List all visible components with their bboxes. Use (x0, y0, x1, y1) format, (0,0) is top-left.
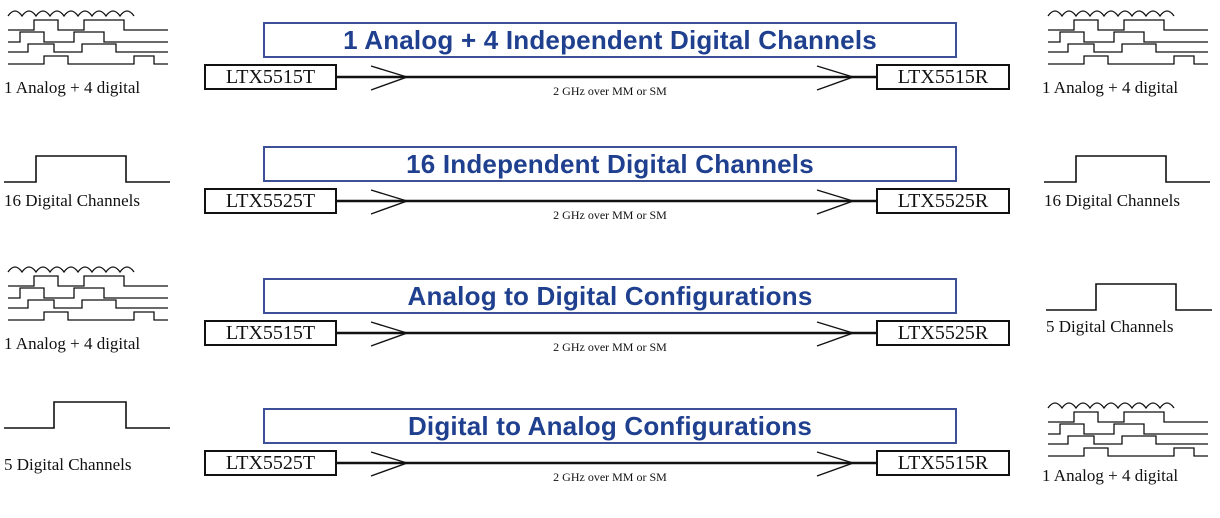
forward-arrow-icon (816, 65, 856, 91)
digital-pulse-icon (4, 401, 170, 429)
input-signal-label: 1 Analog + 4 digital (4, 334, 141, 353)
output-signal-label: 1 Analog + 4 digital (1042, 78, 1179, 97)
link-label: 2 GHz over MM or SM (553, 84, 667, 98)
forward-arrow-icon (816, 321, 856, 347)
receiver-box: LTX5525R (876, 188, 1010, 214)
analog-digital-waveform-icon (1047, 402, 1208, 457)
config-row-2: 16 Digital Channels 16 Independent Digit… (0, 146, 1220, 256)
transmitter-box: LTX5515T (204, 320, 337, 346)
analog-digital-waveform-icon (7, 266, 168, 321)
config-row-3: 1 Analog + 4 digital Analog to Digital C… (0, 266, 1220, 388)
fiber-link-line (337, 451, 876, 477)
forward-arrow-icon (816, 189, 856, 215)
output-signal-label: 5 Digital Channels (1046, 317, 1174, 336)
receiver-box: LTX5515R (876, 450, 1010, 476)
link-label: 2 GHz over MM or SM (553, 470, 667, 484)
input-signal-label: 1 Analog + 4 digital (4, 78, 141, 97)
analog-digital-waveform-icon (1047, 10, 1208, 65)
forward-arrow-icon (370, 65, 410, 91)
receiver-box: LTX5525R (876, 320, 1010, 346)
fiber-link-configurations-diagram: { "link_label": "2 GHz over MM or SM", "… (0, 10, 1220, 484)
forward-arrow-icon (370, 189, 410, 215)
analog-digital-waveform-icon (7, 10, 168, 65)
configuration-title: 1 Analog + 4 Independent Digital Channel… (263, 22, 957, 58)
fiber-link-line (337, 189, 876, 215)
fiber-link-line (337, 65, 876, 91)
forward-arrow-icon (370, 321, 410, 347)
config-row-1: 1 Analog + 4 digital 1 Analog + 4 Indepe… (0, 10, 1220, 132)
digital-pulse-icon (4, 155, 170, 183)
forward-arrow-icon (370, 451, 410, 477)
configuration-title: 16 Independent Digital Channels (263, 146, 957, 182)
digital-pulse-icon (1044, 155, 1210, 183)
transmitter-box: LTX5515T (204, 64, 337, 90)
forward-arrow-icon (816, 451, 856, 477)
link-label: 2 GHz over MM or SM (553, 340, 667, 354)
receiver-box: LTX5515R (876, 64, 1010, 90)
configuration-title: Analog to Digital Configurations (263, 278, 957, 314)
link-label: 2 GHz over MM or SM (553, 208, 667, 222)
transmitter-box: LTX5525T (204, 188, 337, 214)
input-signal-label: 5 Digital Channels (4, 455, 132, 474)
fiber-link-line (337, 321, 876, 347)
config-row-4: 5 Digital Channels Digital to Analog Con… (0, 401, 1220, 518)
output-signal-label: 16 Digital Channels (1044, 191, 1180, 210)
input-signal-label: 16 Digital Channels (4, 191, 140, 210)
digital-pulse-icon (1046, 283, 1212, 311)
configuration-title: Digital to Analog Configurations (263, 408, 957, 444)
transmitter-box: LTX5525T (204, 450, 337, 476)
output-signal-label: 1 Analog + 4 digital (1042, 466, 1179, 485)
